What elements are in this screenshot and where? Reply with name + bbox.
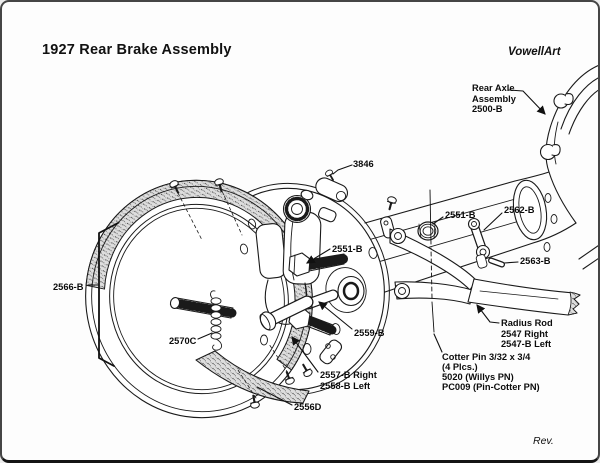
callout-rear-axle-line1: Rear Axle [472, 83, 515, 93]
callout-2570c: 2570C [169, 336, 197, 346]
callout-2559b: 2559-B [354, 328, 385, 338]
page-title: 1927 Rear Brake Assembly [42, 42, 232, 58]
callout-cotter-pin-line2: (4 Plcs.) [442, 362, 478, 372]
spring-2570c-drawing [210, 290, 223, 351]
callout-rear-axle-line2: Assembly [472, 93, 516, 104]
axle-housing-drawing [364, 65, 598, 296]
artist-signature: VowellArt [508, 46, 561, 58]
hub-boss-drawing [325, 267, 367, 313]
callout-radius-rod-line2: 2547 Right [501, 328, 549, 339]
callout-2557-2558: 2557-B Right 2558-B Left [320, 370, 377, 391]
clevis-pin-2557-drawing [259, 295, 314, 331]
wedge-3846-drawing [315, 167, 349, 203]
callout-2551b-center: 2551-B [332, 244, 363, 254]
band-segment-2556d-drawing [195, 350, 310, 404]
rivet-screws [167, 176, 399, 410]
callout-2563b: 2563-B [520, 256, 551, 266]
radius-rod-drawing [389, 227, 581, 316]
callout-radius-rod: Radius Rod 2547 Right 2547-B Left [501, 318, 553, 350]
nut-2551b-drawing [417, 221, 439, 241]
callout-cotter-pin-line1: Cotter Pin 3/32 x 3/4 [442, 352, 531, 362]
callout-2551b-upper: 2551-B [445, 210, 476, 220]
callout-2557-line1: 2557-B Right [320, 370, 377, 380]
callout-cotter-pin: Cotter Pin 3/32 x 3/4 (4 Plcs.) 5020 (Wi… [442, 352, 540, 392]
callout-3846: 3846 [353, 159, 374, 169]
callout-cotter-pin-line4: PC009 (Pin-Cotter PN) [442, 382, 540, 392]
callout-2556d: 2556D [294, 402, 322, 412]
link-2562b-drawing [467, 217, 491, 269]
adjusting-screw-drawing [169, 296, 237, 319]
revision-note: Rev. [533, 435, 554, 447]
pin-2563b-drawing [488, 257, 505, 268]
bolt-2551b-center-drawing [288, 252, 348, 277]
callout-rear-axle: Rear Axle Assembly 2500-B [472, 83, 516, 115]
callout-rear-axle-line3: 2500-B [472, 104, 503, 114]
callout-cotter-pin-line3: 5020 (Willys PN) [442, 372, 514, 382]
leader-lines [87, 89, 546, 406]
callout-radius-rod-line3: 2547-B Left [501, 339, 552, 349]
callout-2566b: 2566-B [53, 282, 84, 292]
brake-band-drawing [85, 179, 313, 419]
callout-2562b: 2562-B [504, 205, 535, 215]
callout-2557-line2: 2558-B Left [320, 380, 371, 391]
callout-radius-rod-line1: Radius Rod [501, 318, 553, 328]
